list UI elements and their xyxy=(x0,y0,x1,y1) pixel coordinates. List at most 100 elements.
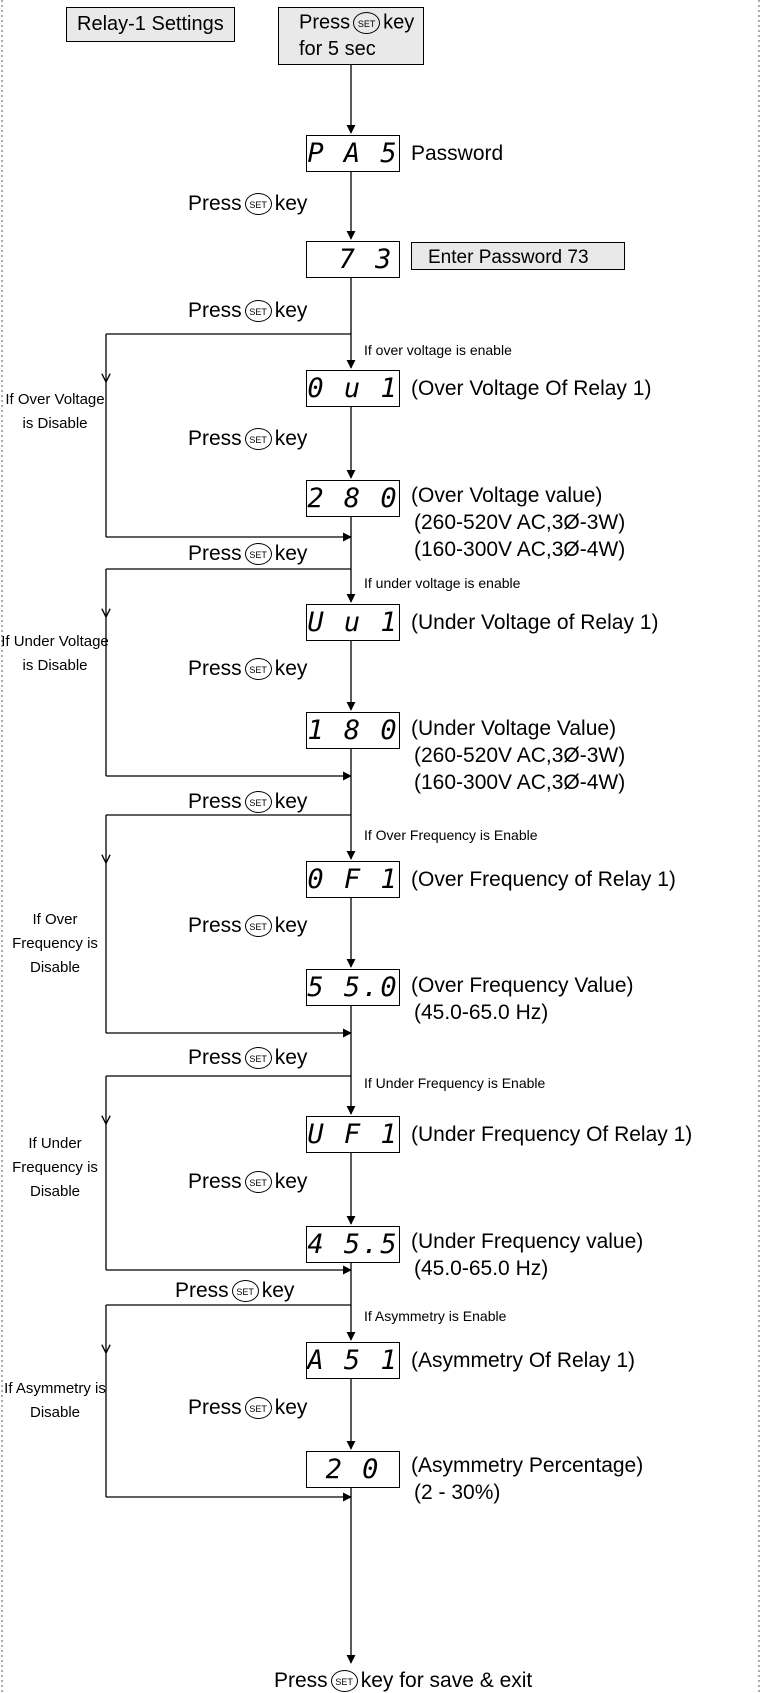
enable-condition-text: If under voltage is enable xyxy=(364,575,521,591)
display-parameter-code: 0 u 1 xyxy=(306,370,400,407)
start-key-text: key xyxy=(383,11,415,34)
display-text: 0 F 1 xyxy=(307,864,399,895)
parameter-description: (Under Voltage of Relay 1) xyxy=(411,611,659,634)
display-parameter-value: 2 8 0 xyxy=(306,480,400,517)
set-key-icon: SET xyxy=(244,543,272,566)
set-key-icon: SET xyxy=(244,193,272,216)
display-text: 2 0 xyxy=(325,1454,381,1485)
disable-condition-text: If Under Frequency is Disable xyxy=(12,1135,98,1200)
press-word: Press xyxy=(188,192,242,215)
enable-condition-text: If Asymmetry is Enable xyxy=(364,1308,507,1324)
set-key-icon: SET xyxy=(353,12,381,34)
display-text: A 5 1 xyxy=(307,1345,399,1376)
value-description-line: (Under Voltage Value) xyxy=(411,717,617,740)
enable-condition-text: If Over Frequency is Enable xyxy=(364,827,538,843)
press-word: Press xyxy=(188,914,242,937)
press-word: Press xyxy=(175,1279,229,1302)
key-word: key xyxy=(274,914,308,937)
press-word: Press xyxy=(188,1046,242,1069)
value-description-line: (160-300V AC,3Ø-4W) xyxy=(414,538,626,561)
display-parameter-code: A 5 1 xyxy=(306,1342,400,1379)
value-description-line: (Under Frequency value) xyxy=(411,1230,644,1253)
start-press-text: Press xyxy=(299,11,351,34)
disable-condition-text: If Over Voltage is Disable xyxy=(5,391,105,432)
set-key-icon: SET xyxy=(244,1047,272,1070)
value-description-line: (45.0-65.0 Hz) xyxy=(414,1257,549,1280)
display-password-code: P A 5 xyxy=(306,135,400,172)
press-word: Press xyxy=(188,1396,242,1419)
password-hint: Enter Password 73 xyxy=(428,247,589,268)
value-description-line: (Over Frequency Value) xyxy=(411,974,634,997)
value-description-line: (Asymmetry Percentage) xyxy=(411,1454,644,1477)
display-text: P A 5 xyxy=(307,138,399,169)
disable-condition-text: If Asymmetry is Disable xyxy=(4,1380,106,1421)
display-text: 0 u 1 xyxy=(307,373,399,404)
key-word: key xyxy=(274,1170,308,1193)
display-password-value: 7 3 xyxy=(306,241,400,278)
password-hint-box: Enter Password 73 xyxy=(411,242,625,270)
key-word: key xyxy=(274,657,308,680)
set-key-icon: SET xyxy=(244,658,272,681)
parameter-description: (Over Frequency of Relay 1) xyxy=(411,868,676,891)
display-parameter-code: U u 1 xyxy=(306,604,400,641)
key-word: key xyxy=(274,192,308,215)
value-description-line: (45.0-65.0 Hz) xyxy=(414,1001,549,1024)
value-description-line: (260-520V AC,3Ø-3W) xyxy=(414,744,626,767)
press-word: Press xyxy=(188,790,242,813)
title-text: Relay-1 Settings xyxy=(77,13,224,35)
key-word: key xyxy=(274,1046,308,1069)
title-box: Relay-1 Settings xyxy=(66,7,235,42)
display-parameter-value: 5 5.0 xyxy=(306,969,400,1006)
set-key-icon: SET xyxy=(231,1280,259,1303)
display-parameter-value: 4 5.5 xyxy=(306,1226,400,1263)
set-key-icon: SET xyxy=(244,915,272,938)
press-word: Press xyxy=(188,299,242,322)
display-text: 2 8 0 xyxy=(307,483,399,514)
display-text: 7 3 xyxy=(338,244,394,275)
set-key-icon: SET xyxy=(244,428,272,451)
value-description-line: (260-520V AC,3Ø-3W) xyxy=(414,511,626,534)
set-key-icon: SET xyxy=(244,1171,272,1194)
enable-condition-text: If over voltage is enable xyxy=(364,342,512,358)
press-word: Press xyxy=(274,1669,328,1692)
start-duration: for 5 sec xyxy=(299,38,376,60)
key-word: key xyxy=(274,427,308,450)
disable-condition-text: If Over Frequency is Disable xyxy=(12,911,98,976)
set-key-icon: SET xyxy=(244,791,272,814)
parameter-description: (Over Voltage Of Relay 1) xyxy=(411,377,652,400)
press-word: Press xyxy=(188,657,242,680)
display-text: U F 1 xyxy=(307,1119,399,1150)
display-text: U u 1 xyxy=(307,607,399,638)
key-word: key xyxy=(274,1396,308,1419)
display-text: 4 5.5 xyxy=(307,1229,399,1260)
disable-condition-text: If Under Voltage is Disable xyxy=(1,633,109,674)
key-word: key xyxy=(261,1279,295,1302)
value-description-line: (Over Voltage value) xyxy=(411,484,603,507)
display-text: 5 5.0 xyxy=(307,972,399,1003)
display-parameter-value: 2 0 xyxy=(306,1451,400,1488)
display-parameter-code: U F 1 xyxy=(306,1116,400,1153)
set-key-icon: SET xyxy=(330,1670,358,1693)
enable-condition-text: If Under Frequency is Enable xyxy=(364,1075,546,1091)
footer-text: key for save & exit xyxy=(360,1669,533,1692)
parameter-description: (Under Frequency Of Relay 1) xyxy=(411,1123,693,1146)
key-word: key xyxy=(274,542,308,565)
value-description-line: (2 - 30%) xyxy=(414,1481,501,1504)
press-word: Press xyxy=(188,542,242,565)
display-parameter-value: 1 8 0 xyxy=(306,712,400,749)
press-word: Press xyxy=(188,1170,242,1193)
